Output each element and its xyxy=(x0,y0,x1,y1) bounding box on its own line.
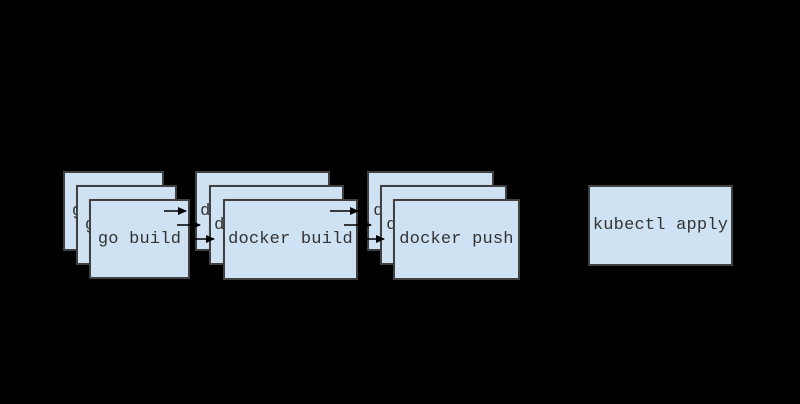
node-docker-build: docker build xyxy=(223,199,358,280)
node-docker-push: docker push xyxy=(393,199,520,280)
node-go-build: go build xyxy=(89,199,190,279)
node-kubectl-apply: kubectl apply xyxy=(588,185,733,266)
